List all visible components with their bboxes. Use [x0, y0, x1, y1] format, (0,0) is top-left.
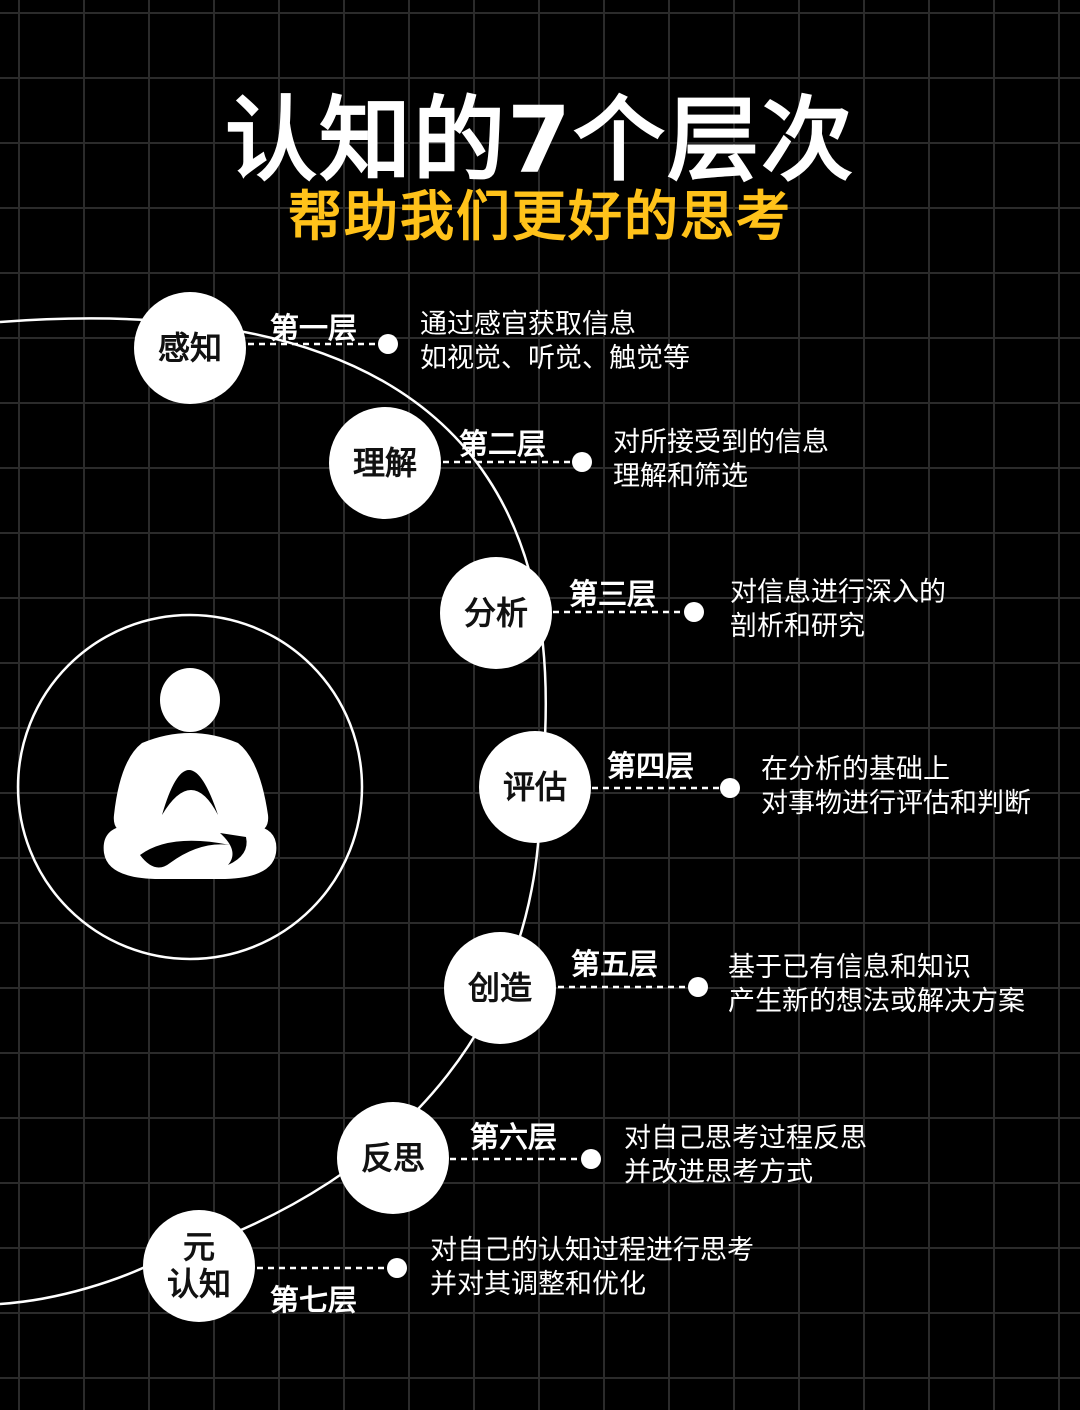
center-ring — [16, 613, 364, 961]
node-perception: 感知 — [134, 292, 246, 404]
layer-desc-5: 基于已有信息和知识 产生新的想法或解决方案 — [728, 952, 1025, 1017]
layer-desc-6: 对自己思考过程反思 并改进思考方式 — [624, 1123, 867, 1188]
connector-dot-6 — [581, 1149, 601, 1169]
layer-desc-3: 对信息进行深入的 剖析和研究 — [730, 577, 946, 642]
page-subtitle: 帮助我们更好的思考 — [288, 185, 792, 248]
layer-label-3: 第三层 — [569, 577, 657, 611]
connector-dot-3 — [684, 602, 704, 622]
layer-label-2: 第二层 — [459, 427, 547, 461]
layer-label-4: 第四层 — [607, 749, 695, 783]
layer-label-5: 第五层 — [571, 947, 659, 981]
meditation-figure-icon — [103, 668, 277, 879]
layer-desc-2: 对所接受到的信息 理解和筛选 — [613, 427, 829, 492]
node-understanding: 理解 — [329, 407, 441, 519]
connector-dot-5 — [688, 977, 708, 997]
node-evaluation: 评估 — [479, 731, 591, 843]
node-analysis: 分析 — [440, 557, 552, 669]
layer-desc-4: 在分析的基础上 对事物进行评估和判断 — [761, 754, 1031, 819]
page-title: 认知的7个层次 — [224, 87, 855, 194]
node-metacognition: 元 认知 — [143, 1210, 255, 1322]
connector-dot-2 — [572, 452, 592, 472]
layer-label-6: 第六层 — [470, 1120, 558, 1154]
node-creation: 创造 — [444, 932, 556, 1044]
connector-dot-4 — [720, 778, 740, 798]
layer-desc-1: 通过感官获取信息 如视觉、听觉、触觉等 — [420, 309, 690, 374]
layer-label-7: 第七层 — [270, 1283, 358, 1317]
layer-label-1: 第一层 — [270, 311, 358, 345]
connector-dot-7 — [387, 1258, 407, 1278]
layer-desc-7: 对自己的认知过程进行思考 并对其调整和优化 — [430, 1235, 754, 1300]
connector-dot-1 — [378, 334, 398, 354]
node-reflection: 反思 — [337, 1102, 449, 1214]
